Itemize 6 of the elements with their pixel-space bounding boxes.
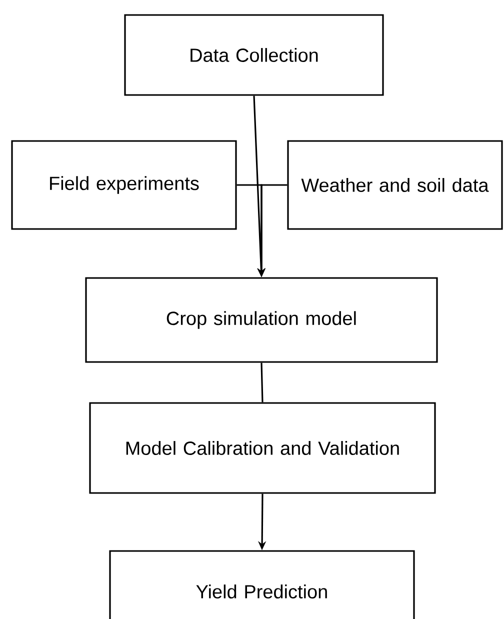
- process-box: Yield Prediction: [109, 550, 415, 619]
- process-box: Model Calibration and Validation: [89, 402, 436, 494]
- process-box: Weather and soil data: [287, 140, 503, 230]
- process-box: Data Collection: [124, 14, 384, 96]
- process-box: Field experiments: [11, 140, 237, 230]
- process-box: Crop simulation model: [85, 277, 438, 363]
